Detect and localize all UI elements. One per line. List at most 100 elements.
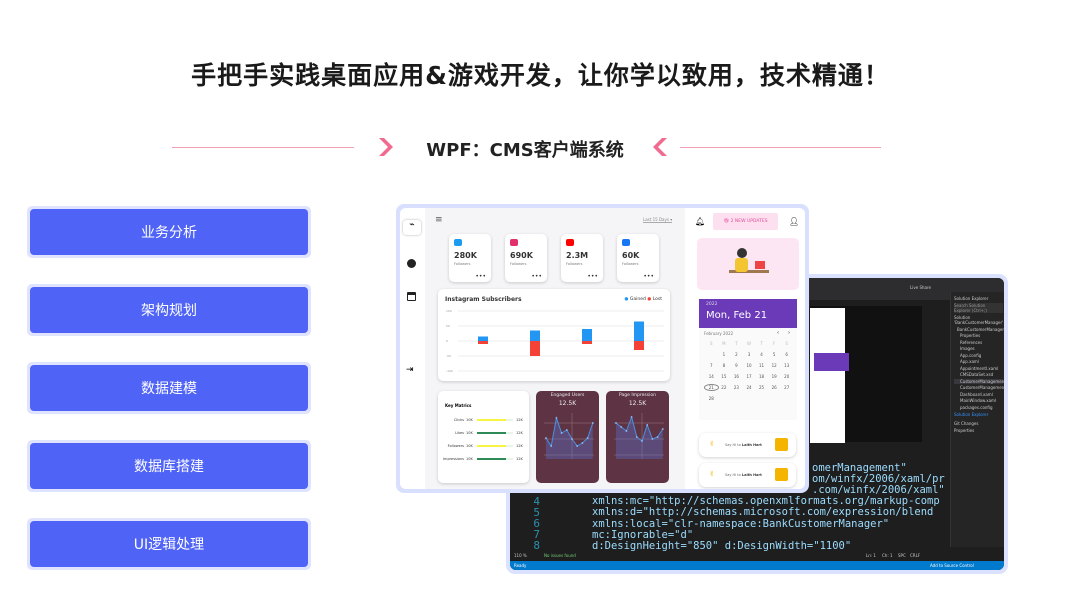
calendar-day[interactable]: 10 — [746, 363, 752, 368]
calendar-day[interactable]: 16 — [733, 374, 739, 379]
tab-solution-explorer[interactable]: Solution Explorer — [954, 411, 989, 417]
line-point — [576, 445, 579, 447]
step-5[interactable]: UI逻辑处理 — [27, 518, 311, 570]
solution-tree-item[interactable]: CustomerManagement.xaml — [954, 378, 1004, 384]
calendar-day[interactable]: 6 — [785, 352, 788, 357]
range-dropdown[interactable]: Last 15 Days ▾ — [643, 217, 673, 223]
solution-tree-item[interactable]: Images — [960, 346, 975, 351]
solution-tree-item[interactable]: packages.config — [960, 404, 993, 410]
calendar-day[interactable]: 26 — [771, 385, 777, 390]
line-point — [550, 445, 553, 447]
date-header: 2022 Mon, Feb 21 — [699, 299, 797, 328]
solution-tree-item[interactable]: Properties — [960, 333, 981, 338]
step-label: 数据库搭建 — [30, 443, 308, 489]
weekday: S — [785, 341, 788, 346]
live-share-button[interactable]: Live Share — [910, 285, 931, 290]
calendar-day[interactable]: 25 — [759, 385, 765, 390]
solution-tree-item[interactable]: Solution 'BankCustomerManager' — [954, 315, 1004, 325]
metric-bar — [477, 458, 513, 460]
zoom-level[interactable]: 110 % — [514, 553, 527, 558]
y-tick-label: 50 — [446, 324, 450, 328]
step-label: UI逻辑处理 — [30, 521, 308, 567]
tab-git-changes[interactable]: Git Changes — [954, 420, 979, 426]
user-icon[interactable]: 👤︎ — [789, 217, 800, 226]
step-2[interactable]: 架构规划 — [27, 284, 311, 336]
line-number: 7 — [533, 528, 540, 542]
double-chevron-down-icon — [161, 343, 175, 357]
solution-tree-item[interactable]: References — [960, 339, 983, 345]
solution-search[interactable]: Search Solution Explorer (Ctrl+;) — [954, 303, 1003, 313]
solution-tree-item[interactable]: App.config — [960, 352, 982, 358]
more-icon[interactable]: ••• — [475, 273, 486, 280]
calendar-day[interactable]: 19 — [771, 374, 777, 379]
more-icon[interactable]: ••• — [531, 273, 542, 280]
engaged-users-card: Engaged Users 12.5K — [536, 391, 599, 483]
calendar-day[interactable]: 13 — [784, 363, 790, 368]
line-number: 6 — [533, 517, 540, 531]
greeting-card[interactable]: ✌Say Hi to Laith Hart — [699, 433, 796, 457]
step-3[interactable]: 数据建模 — [27, 362, 311, 414]
solution-tree-item[interactable]: MainWindow.xaml — [960, 398, 997, 403]
chart-pie-icon[interactable] — [407, 259, 416, 268]
calendar-day[interactable]: 21 — [704, 384, 719, 391]
calendar-day[interactable]: 8 — [722, 363, 726, 368]
step-4[interactable]: 数据库搭建 — [27, 440, 311, 492]
calendar-day[interactable]: 18 — [759, 374, 765, 379]
calendar-icon[interactable] — [407, 292, 416, 301]
calendar-day[interactable]: 7 — [710, 363, 713, 368]
updates-button[interactable]: 🎁︎ 2 NEW UPDATES — [713, 213, 778, 230]
step-1[interactable]: 业务分析 — [27, 206, 311, 258]
menu-icon[interactable]: ≡ — [435, 215, 443, 225]
solution-tree-item[interactable]: AppointmentI.xaml — [960, 365, 999, 371]
line-point — [625, 430, 628, 432]
avatar — [775, 438, 788, 451]
line-point — [591, 422, 594, 424]
calendar-day[interactable]: 23 — [733, 385, 739, 390]
calendar-day[interactable]: 12 — [771, 363, 777, 368]
calendar-day[interactable]: 5 — [772, 352, 776, 357]
cursor-col: Ch: 1 — [882, 553, 893, 558]
prev-month-button[interactable]: ‹ — [777, 330, 779, 336]
calendar-day[interactable]: 11 — [759, 363, 765, 368]
calendar-day[interactable]: 24 — [746, 385, 752, 390]
solution-tree-item[interactable]: CustomerManagement. — [960, 385, 1004, 390]
calendar-day[interactable]: 28 — [708, 396, 714, 401]
chevron-left-icon — [653, 138, 667, 156]
calendar-day[interactable]: 22 — [721, 385, 727, 390]
solution-tree-item[interactable]: Dashboard.xaml — [960, 391, 993, 397]
bell-icon[interactable]: 🔔︎ — [695, 217, 706, 226]
calendar-day[interactable]: 20 — [784, 374, 790, 379]
calendar-day[interactable]: 9 — [735, 363, 738, 368]
more-icon[interactable]: ••• — [587, 273, 598, 280]
line-point — [581, 442, 584, 444]
solution-tree-item[interactable]: CMSDataSet.xsd — [960, 372, 994, 377]
more-icon[interactable]: ••• — [643, 273, 654, 280]
calendar-day[interactable]: 27 — [784, 385, 790, 390]
calendar-day[interactable]: 17 — [746, 374, 752, 379]
greeting-card[interactable]: ✌Say Hi to Laith Hart — [699, 463, 796, 487]
next-month-button[interactable]: › — [788, 330, 790, 336]
line-point — [635, 436, 638, 438]
logout-icon[interactable]: ⇥ — [406, 365, 414, 375]
calendar-day[interactable]: 2 — [735, 352, 738, 357]
calendar-day[interactable]: 15 — [721, 374, 727, 379]
y-tick-label: -50 — [446, 354, 451, 358]
solution-tree-item[interactable]: BankCustomerManager — [957, 326, 1004, 332]
source-control-button[interactable]: Add to Source Control — [930, 563, 974, 568]
solution-tree-item[interactable]: App.xaml — [960, 359, 979, 364]
twitter-icon — [454, 239, 462, 246]
calendar-day[interactable]: 1 — [722, 352, 726, 357]
calendar-day[interactable]: 14 — [708, 374, 714, 379]
calendar-day[interactable]: 3 — [747, 352, 751, 357]
stat-value: 60K — [622, 251, 640, 260]
calendar-day[interactable]: 4 — [760, 352, 763, 357]
stat-label: Followers — [566, 262, 583, 266]
pulse-icon[interactable]: ⌁ — [403, 220, 421, 235]
page-impression-card: Page Impression 12.5K — [606, 391, 669, 483]
line-point — [620, 426, 623, 428]
headline: 手把手实践桌面应用&游戏开发，让你学以致用，技术精通！ — [191, 61, 890, 90]
